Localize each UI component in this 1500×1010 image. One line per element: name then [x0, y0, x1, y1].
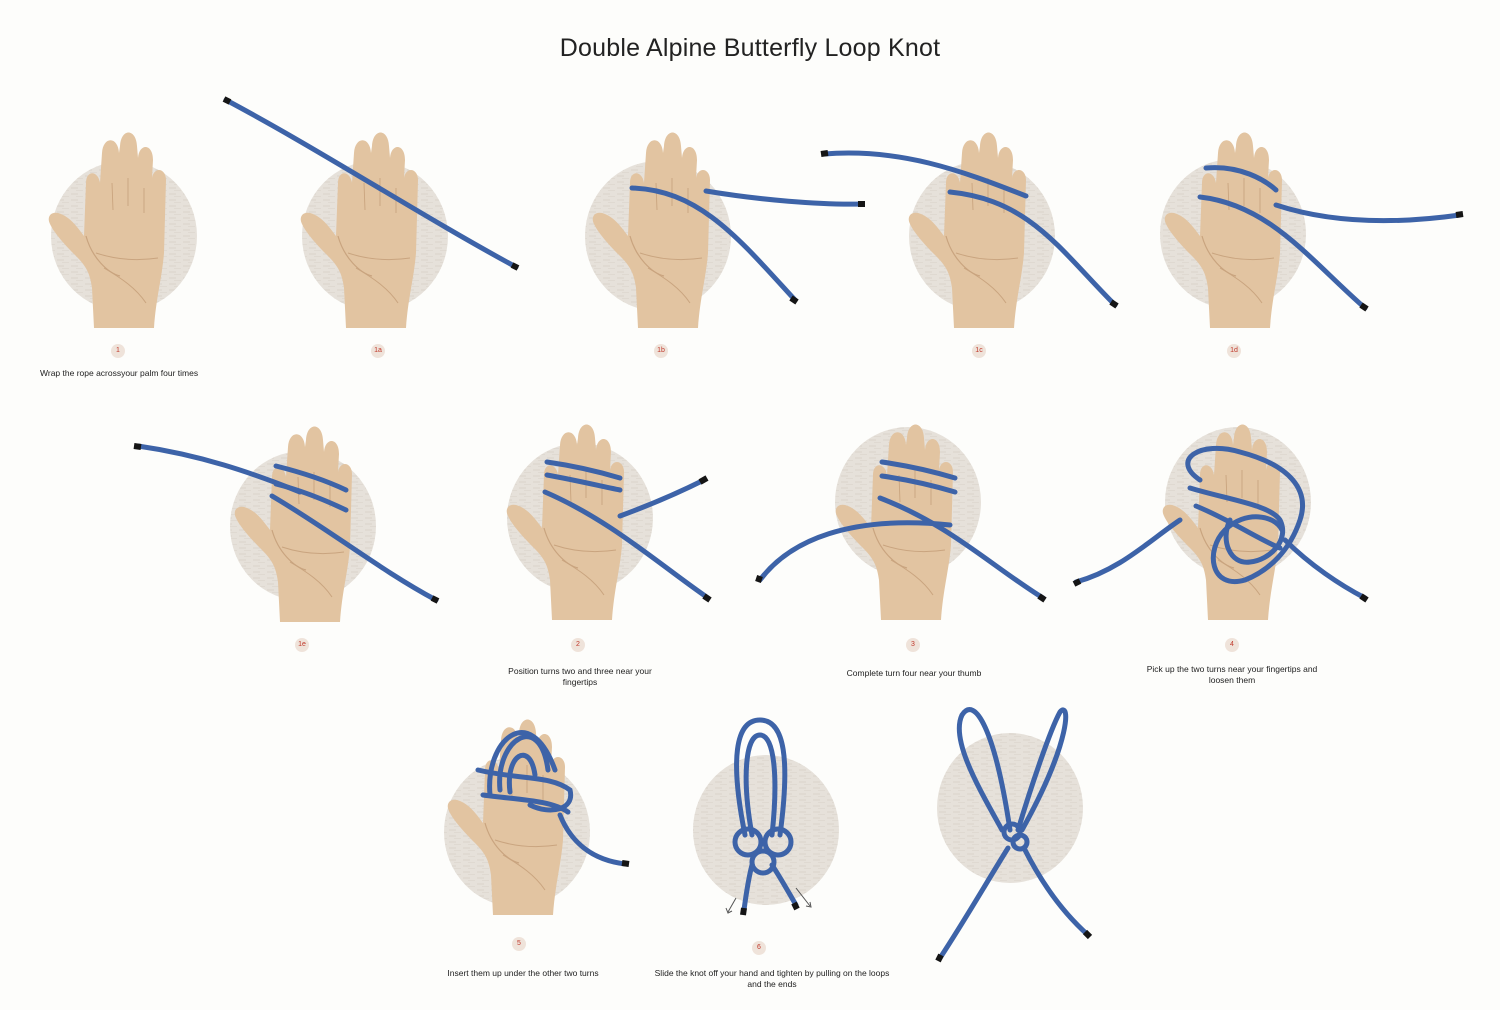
- final-knot-illustration: [0, 0, 1200, 1000]
- backdrop-circle: [937, 733, 1083, 883]
- step-number-badge: 4: [1225, 638, 1239, 652]
